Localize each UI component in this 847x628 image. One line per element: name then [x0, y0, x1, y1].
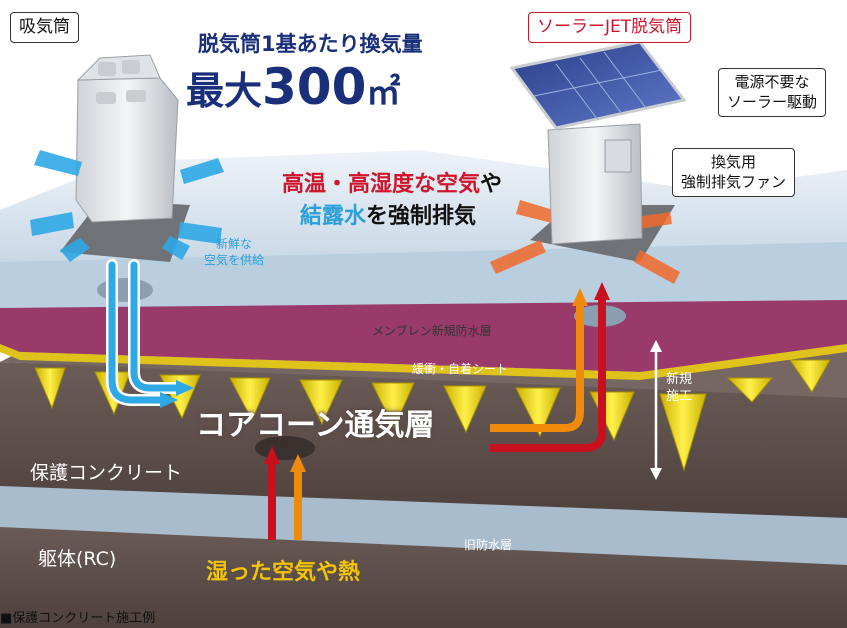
orange-arrow: [490, 304, 584, 432]
exhaust-forced: を強制排気: [366, 204, 477, 229]
fresh-air-line-1: 新鮮な: [216, 237, 253, 251]
intake-callout: 吸気筒: [10, 12, 79, 43]
cushion-label: 緩衝・自着シート: [412, 362, 509, 376]
new-work-line-2: 施工: [666, 388, 693, 404]
body-rc-slab: [0, 520, 847, 628]
blue-arrow-head-2: [176, 380, 194, 396]
body-rc-label: 躯体(RC): [38, 548, 117, 570]
exhaust-text-line2: 結露水を強制排気: [300, 206, 476, 228]
headline-unit: ㎡: [366, 73, 401, 113]
headline-value: 300: [262, 58, 367, 116]
fresh-air-line-2: 空気を供給: [204, 253, 265, 268]
old-waterproof-band: [0, 482, 847, 565]
exhaust-hot-humid: 高温・高湿度な空気: [282, 172, 481, 197]
headline-line2: 最大300㎡: [186, 62, 400, 112]
old-waterproof-label: 旧防水層: [464, 538, 513, 552]
intake-wind-arrows: [30, 150, 224, 262]
bottom-text: 湿った空気や熱: [206, 560, 361, 585]
headline-line1: 脱気筒1基あたり換気量: [198, 32, 423, 56]
power-callout: 電源不要な ソーラー駆動: [718, 68, 827, 117]
blue-arrow-head-1: [160, 392, 178, 408]
protect-concrete-label: 保護コンクリート: [30, 462, 183, 484]
exhaust-condensation: 結露水: [300, 204, 367, 229]
flow-arrows: [106, 259, 182, 406]
solar-panel-grid: [533, 51, 663, 121]
solar-callout: ソーラーJET脱気筒: [528, 12, 692, 43]
fan-line-2: 強制排気ファン: [681, 173, 787, 192]
intake-label: 吸気筒: [19, 17, 70, 37]
red-arrow: [490, 298, 606, 452]
power-line-1: 電源不要な: [734, 73, 810, 91]
membrane-label: メンブレン新規防水層: [372, 324, 492, 338]
new-work-line-1: 新規: [666, 372, 693, 387]
power-line-2: ソーラー駆動: [727, 93, 818, 112]
solar-label: ソーラーJET脱気筒: [537, 17, 683, 37]
caption: ■保護コンクリート施工例: [0, 611, 156, 626]
cushion-sheet: [0, 292, 847, 372]
fan-line-1: 換気用: [711, 153, 757, 171]
solar-panel: [509, 40, 687, 130]
cone-layer: [34, 359, 831, 472]
headline-prefix: 最大: [186, 69, 263, 113]
core-cone-label: コアコーン通気層: [196, 408, 435, 443]
exhaust-text-line1: 高温・高湿度な空気や: [282, 174, 502, 196]
exhaust-ya: や: [480, 172, 503, 197]
fan-callout: 換気用 強制排気ファン: [672, 148, 796, 197]
protect-concrete-slab: [0, 362, 847, 518]
new-work-label: 新規 施工: [666, 372, 692, 406]
fresh-air-label: 新鮮な 空気を供給: [204, 236, 264, 268]
